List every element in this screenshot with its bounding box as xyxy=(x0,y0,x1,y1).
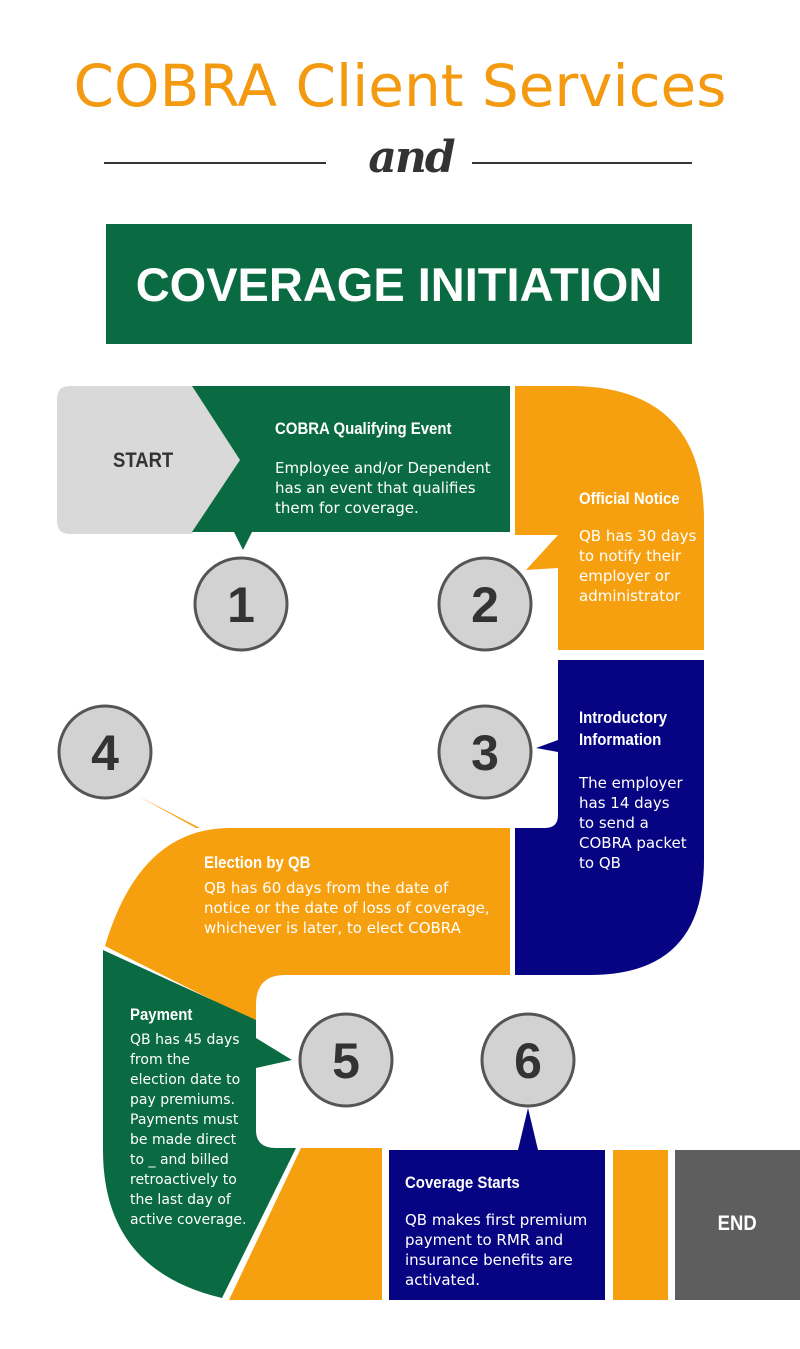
step-6-shape xyxy=(389,1108,605,1300)
step-6-number: 6 xyxy=(514,1033,542,1089)
step-1-shape xyxy=(192,386,510,550)
step-3-badge: 3 xyxy=(437,704,533,800)
section-banner: COVERAGE INITIATION xyxy=(106,224,692,344)
bottom-band-left xyxy=(229,1148,382,1300)
bottom-band-right xyxy=(613,1150,668,1300)
start-shape xyxy=(57,386,240,534)
step-2-shape xyxy=(515,386,704,650)
step-4-body: QB has 60 days from the date of notice o… xyxy=(204,879,490,937)
step-1-badge: 1 xyxy=(193,556,289,652)
banner-title: COVERAGE INITIATION xyxy=(135,257,663,311)
end-label-wrap: END xyxy=(675,1212,800,1236)
step-3-number: 3 xyxy=(471,725,499,781)
step-3-title: Introductory Information xyxy=(579,708,668,749)
step-2-title: Official Notice xyxy=(579,489,680,508)
step-5-shape xyxy=(103,950,296,1298)
step-2-badge: 2 xyxy=(437,556,533,652)
step-4-shape xyxy=(105,796,510,1022)
step-5-badge: 5 xyxy=(298,1012,394,1108)
step-2-body: QB has 30 days to notify their employer … xyxy=(579,527,697,605)
step-4-title: Election by QB xyxy=(204,853,311,872)
step-1-number: 1 xyxy=(227,577,255,633)
end-label: END xyxy=(717,1212,758,1235)
step-1-body: Employee and/or Dependent has an event t… xyxy=(275,459,491,517)
step-6-body: QB makes first premium payment to RMR an… xyxy=(405,1211,588,1289)
step-4-number: 4 xyxy=(91,725,119,781)
page-title: COBRA Client Services xyxy=(73,52,727,120)
step-4-badge: 4 xyxy=(57,704,153,800)
step-5-title: Payment xyxy=(130,1005,193,1024)
step-5-body: QB has 45 days from the election date to… xyxy=(130,1032,247,1228)
step-3-shape xyxy=(515,660,704,975)
step-1-title: COBRA Qualifying Event xyxy=(275,419,452,438)
title-rule-right xyxy=(472,162,692,164)
step-6-badge: 6 xyxy=(480,1012,576,1108)
start-label: START xyxy=(113,449,174,472)
connector-word: and xyxy=(368,132,455,183)
step-5-number: 5 xyxy=(332,1033,360,1089)
step-6-title: Coverage Starts xyxy=(405,1173,520,1192)
step-2-number: 2 xyxy=(471,577,499,633)
step-3-body: The employer has 14 days to send a COBRA… xyxy=(579,774,687,872)
title-rule-left xyxy=(104,162,326,164)
end-shape xyxy=(675,1150,800,1300)
